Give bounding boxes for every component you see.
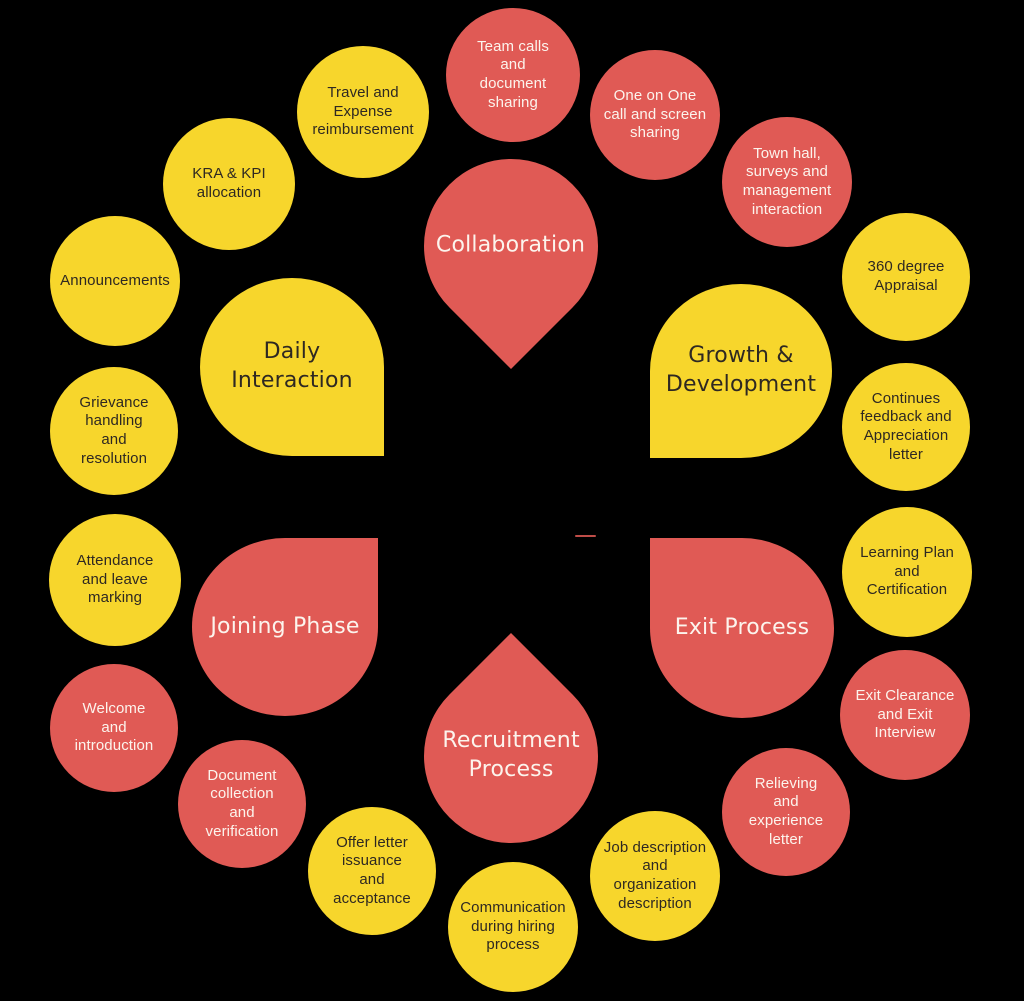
petal-title: Growth & Development (665, 343, 817, 397)
node-town-hall: Town hall, surveys and management intera… (722, 117, 852, 247)
node-label: KRA & KPI allocation (192, 165, 266, 201)
node-label: Travel and Expense reimbursement (312, 84, 414, 139)
node-label: 360 degree Appraisal (867, 258, 945, 294)
node-label: Attendance and leave marking (76, 552, 154, 607)
node-document-verification: Document collection and verification (178, 740, 306, 868)
node-welcome-introduction: Welcome and introduction (50, 664, 178, 792)
node-learning-plan: Learning Plan and Certification (842, 507, 972, 637)
node-attendance-leave: Attendance and leave marking (49, 514, 181, 646)
node-team-calls: Team calls and document sharing (446, 8, 580, 142)
node-exit-clearance: Exit Clearance and Exit Interview (840, 650, 970, 780)
node-label: Job description and organization descrip… (603, 838, 707, 912)
petal-joining-phase: Joining Phase (192, 538, 378, 716)
node-label: Offer letter issuance and acceptance (333, 833, 411, 907)
petal-exit-process: Exit Process (650, 538, 834, 718)
node-label: Exit Clearance and Exit Interview (855, 687, 955, 742)
node-kra-kpi: KRA & KPI allocation (163, 118, 295, 250)
petal-title: Daily Interaction (231, 339, 353, 393)
petal-daily-interaction: Daily Interaction (200, 278, 384, 456)
petal-title: Collaboration (436, 232, 586, 258)
node-relieving-letter: Relieving and experience letter (722, 748, 850, 876)
node-label: Learning Plan and Certification (860, 544, 954, 599)
node-hiring-communication: Communication during hiring process (448, 862, 578, 992)
node-label: Document collection and verification (205, 766, 279, 840)
petal-title: Recruitment Process (442, 728, 580, 782)
node-continues-feedback: Continues feedback and Appreciation lett… (842, 363, 970, 491)
node-label: Town hall, surveys and management intera… (742, 144, 832, 218)
node-label: Team calls and document sharing (477, 37, 549, 111)
node-label: Announcements (60, 271, 170, 289)
node-360-appraisal: 360 degree Appraisal (842, 213, 970, 341)
node-job-description: Job description and organization descrip… (590, 811, 720, 941)
petal-growth-development: Growth & Development (650, 284, 832, 458)
node-label: Grievance handling and resolution (79, 393, 149, 467)
node-label: One on One call and screen sharing (603, 87, 707, 142)
node-offer-letter: Offer letter issuance and acceptance (308, 807, 436, 935)
node-label: Continues feedback and Appreciation lett… (860, 389, 952, 463)
node-grievance-handling: Grievance handling and resolution (50, 367, 178, 495)
petal-title: Joining Phase (210, 613, 360, 639)
center-stray-mark (575, 535, 596, 537)
node-one-on-one: One on One call and screen sharing (590, 50, 720, 180)
petal-collaboration: Collaboration (387, 122, 635, 370)
node-announcements: Announcements (50, 216, 180, 346)
node-label: Relieving and experience letter (748, 774, 824, 848)
petal-title: Exit Process (674, 614, 810, 640)
node-travel-expense: Travel and Expense reimbursement (297, 46, 429, 178)
node-label: Communication during hiring process (460, 899, 566, 954)
node-label: Welcome and introduction (74, 700, 154, 755)
